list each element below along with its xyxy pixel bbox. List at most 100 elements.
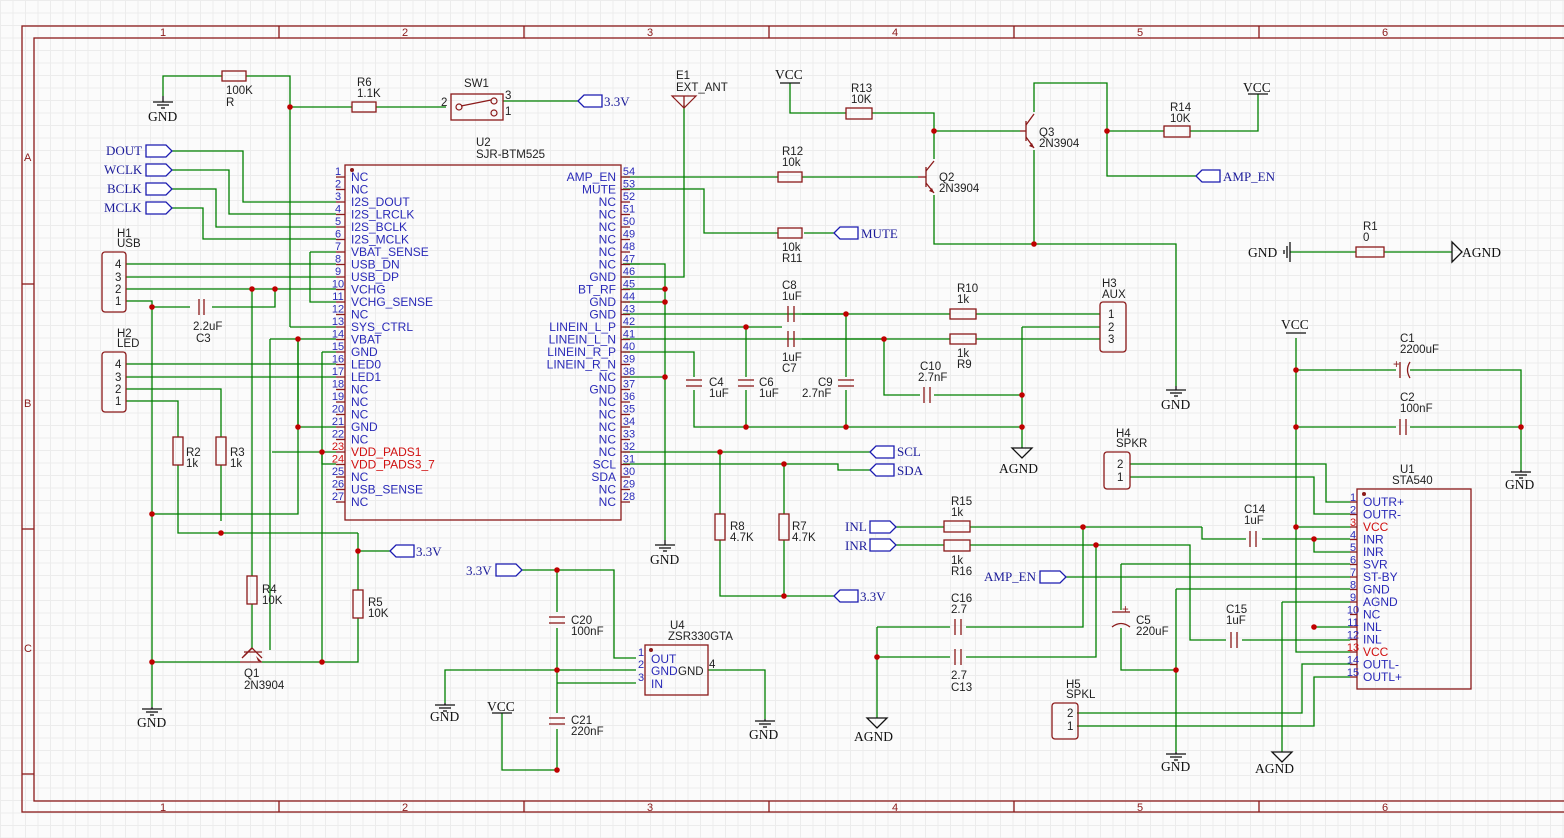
header-h1-usb[interactable]: H1 USB 4 3 2 1 bbox=[101, 228, 141, 313]
vcc-label: VCC bbox=[775, 67, 803, 82]
capacitor-value: 2200uF bbox=[1400, 344, 1439, 356]
net-flag-3v3-u4[interactable]: 3.3V bbox=[466, 563, 523, 578]
net-flag-mute[interactable]: MUTE bbox=[833, 226, 898, 241]
u1-pin-num: 9 bbox=[1350, 592, 1356, 604]
transistor-q1[interactable]: Q1 2N3904 bbox=[240, 647, 285, 692]
u2-pin-num: 48 bbox=[623, 241, 635, 253]
capacitor-c10[interactable]: C10 2.7nF bbox=[918, 361, 947, 403]
u2-pin-num: 26 bbox=[332, 479, 344, 491]
net-flag-amp-en[interactable]: AMP_EN bbox=[1195, 169, 1276, 184]
h5-value: SPKL bbox=[1066, 689, 1096, 701]
net-flag-mclk[interactable]: MCLK bbox=[104, 200, 173, 215]
resistor-r16[interactable]: 1k R16 bbox=[943, 539, 972, 578]
header-h3-aux[interactable]: H3 AUX 1 2 3 bbox=[1099, 278, 1127, 353]
capacitor-ref: C16 bbox=[951, 593, 972, 605]
net-flag-3v3-r5[interactable]: 3.3V bbox=[389, 544, 442, 559]
transistor-q2[interactable]: Q2 2N3904 bbox=[918, 160, 980, 195]
u2-pin-num: 17 bbox=[332, 366, 344, 378]
net-flag-wclk[interactable]: WCLK bbox=[104, 162, 173, 177]
switch-sw1[interactable]: SW1 2 3 1 bbox=[441, 78, 511, 121]
net-flag-scl[interactable]: SCL bbox=[869, 444, 921, 459]
resistor-r10[interactable]: R10 1k bbox=[949, 283, 978, 320]
resistor-r2[interactable]: R2 1k bbox=[172, 436, 201, 470]
net-flag-inr[interactable]: INR bbox=[845, 538, 897, 553]
capacitor-c5[interactable]: + C5 220uF bbox=[1111, 604, 1169, 638]
resistor-r9[interactable]: 1k R9 bbox=[949, 333, 977, 371]
capacitor-c4[interactable]: C4 1uF bbox=[686, 377, 729, 400]
header-h2-led[interactable]: H2 LED 4 3 2 1 bbox=[101, 328, 139, 413]
capacitor-c3[interactable]: 2.2uF C3 bbox=[193, 299, 222, 345]
capacitor-c14[interactable]: C14 1uF bbox=[1244, 504, 1266, 547]
net-flag-bclk[interactable]: BCLK bbox=[107, 181, 173, 196]
capacitor-ref: C13 bbox=[951, 682, 972, 694]
col-label: 3 bbox=[647, 802, 653, 814]
u2-pin-name: I2S_MCLK bbox=[351, 233, 409, 247]
antenna-e1[interactable]: E1 EXT_ANT bbox=[670, 70, 728, 109]
resistor-value: 1k bbox=[186, 458, 198, 470]
capacitor-value: 2.7nF bbox=[802, 388, 831, 400]
transistor-q3[interactable]: Q3 2N3904 bbox=[1020, 113, 1080, 150]
capacitor-c8[interactable]: C8 1uF bbox=[782, 280, 802, 322]
u1-pin-num: 6 bbox=[1350, 555, 1356, 567]
resistor-r3[interactable]: R3 1k bbox=[215, 436, 245, 470]
net-flag-dout[interactable]: DOUT bbox=[106, 143, 173, 158]
u2-pin-name: NC bbox=[599, 370, 617, 384]
capacitor-c6[interactable]: C6 1uF bbox=[738, 377, 779, 400]
frame-row-labels: A B C bbox=[24, 152, 32, 655]
resistor-r13[interactable]: R13 10K bbox=[845, 83, 873, 120]
resistor-ref: R12 bbox=[782, 146, 803, 158]
gnd-symbol: GND bbox=[650, 540, 679, 567]
u2-pin-name: NC bbox=[351, 383, 369, 397]
capacitor-c20[interactable]: C20 100nF bbox=[549, 615, 604, 638]
header-h4-spkr[interactable]: H4 SPKR 2 1 bbox=[1103, 428, 1147, 490]
capacitor-c7[interactable]: 1uF C7 bbox=[782, 331, 802, 375]
u1-pin-name: INR bbox=[1363, 545, 1384, 559]
capacitor-c1[interactable]: + C1 2200uF bbox=[1393, 333, 1439, 379]
resistor-r14[interactable]: R14 10K bbox=[1163, 102, 1192, 138]
u2-pin-num: 9 bbox=[335, 266, 341, 278]
resistor-r4[interactable]: R4 10K bbox=[246, 575, 283, 607]
gnd-label: GND bbox=[650, 552, 679, 567]
net-flag-inl[interactable]: INL bbox=[845, 519, 897, 534]
u2-pin-name: VBAT bbox=[351, 333, 382, 347]
q2-value: 2N3904 bbox=[939, 183, 980, 195]
resistor-r5[interactable]: R5 10K bbox=[352, 589, 389, 620]
regulator-u4[interactable]: U4 ZSR330GTA OUT GND IN GND 1 2 3 4 bbox=[638, 620, 733, 696]
gnd-label: GND bbox=[1161, 759, 1190, 774]
capacitor-c9[interactable]: C9 2.7nF bbox=[802, 377, 854, 400]
u2-right-pins: 54AMP_EN53MUTE52NC51NC50NC49NC48NC47NC46… bbox=[547, 166, 635, 509]
u2-pin-num: 46 bbox=[623, 266, 635, 278]
u1-pin-name: ST-BY bbox=[1363, 570, 1398, 584]
resistor-r6[interactable]: R6 1.1K bbox=[351, 77, 381, 113]
u2-pin-name: LED0 bbox=[351, 358, 381, 372]
resistor-r7[interactable]: R7 4.7K bbox=[778, 513, 816, 544]
capacitor-c16[interactable]: C16 2.7 bbox=[951, 593, 972, 635]
resistor-value: 1k bbox=[957, 348, 969, 360]
net-flag-amp-en-u1[interactable]: AMP_EN bbox=[984, 569, 1067, 584]
resistor-r1[interactable]: R1 0 bbox=[1355, 221, 1385, 258]
resistor-r15[interactable]: R15 1k bbox=[943, 496, 972, 533]
net-flag-3v3-r7[interactable]: 3.3V bbox=[833, 589, 886, 604]
capacitor-c15[interactable]: C15 1uF bbox=[1226, 604, 1247, 648]
net-label: 3.3V bbox=[416, 544, 442, 559]
u2-pin-num: 24 bbox=[332, 454, 344, 466]
net-flag-sda[interactable]: SDA bbox=[869, 463, 924, 478]
capacitor-c21[interactable]: C21 220nF bbox=[549, 715, 604, 738]
u2-pin-num: 47 bbox=[623, 254, 635, 266]
resistor-r11[interactable]: 10k R11 bbox=[777, 227, 803, 265]
capacitor-ref: C8 bbox=[782, 280, 797, 292]
gnd-label: GND bbox=[1505, 477, 1534, 492]
u2-pin-name: I2S_DOUT bbox=[351, 195, 410, 209]
net-flag-3v3-switch[interactable]: 3.3V bbox=[577, 94, 630, 109]
resistor-r-top[interactable]: 100K R bbox=[221, 70, 253, 109]
resistor-r8[interactable]: R8 4.7K bbox=[714, 513, 754, 544]
capacitor-c2[interactable]: C2 100nF bbox=[1399, 392, 1433, 435]
header-h5-spkl[interactable]: H5 SPKL 2 1 bbox=[1051, 679, 1096, 740]
resistor-r12[interactable]: R12 10k bbox=[777, 146, 803, 183]
capacitor-value: 2.7 bbox=[951, 670, 967, 682]
capacitor-c13[interactable]: 2.7 C13 bbox=[951, 649, 972, 694]
